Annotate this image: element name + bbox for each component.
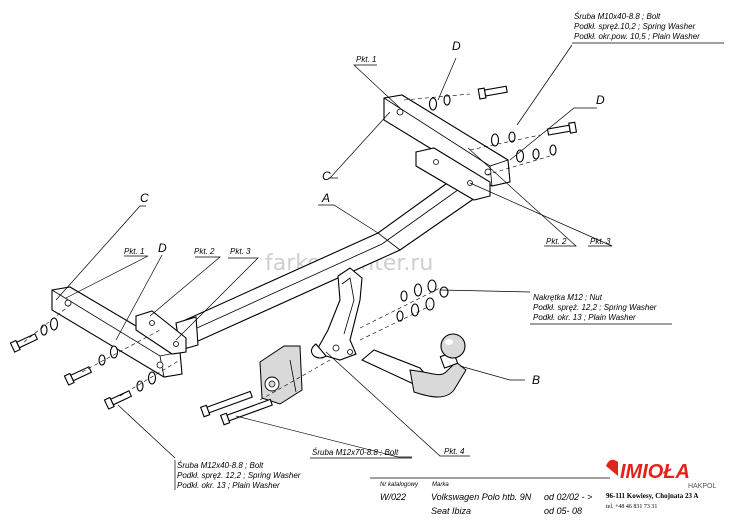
- label-pkt4: Pkt. 4: [444, 447, 465, 456]
- catalog-number: W/022: [380, 492, 406, 502]
- socket-plate: [259, 345, 303, 405]
- ball-hook: [360, 333, 467, 398]
- vehicle-2-date: od 05- 08: [544, 506, 582, 516]
- title-block: Nr katalogowy Marka W/022 Volkswagen Pol…: [370, 477, 610, 516]
- label-pkt1-left: Pkt. 1: [124, 247, 144, 256]
- label-pkt2-left: Pkt. 2: [194, 247, 215, 256]
- leader-lines: [55, 44, 613, 459]
- label-pkt1-top: Pkt. 1: [356, 55, 376, 64]
- label-a: A: [321, 191, 330, 205]
- label-c-top: C: [322, 169, 331, 183]
- callout-line: Podkł. okr. 13 ; Plain Washer: [533, 313, 636, 322]
- label-pkt3-right: Pkt. 3: [590, 237, 611, 246]
- assembly-lines: [23, 93, 551, 401]
- callout-line: Nakrętka M12 ; Nut: [533, 293, 603, 302]
- right-side-brackets: [383, 94, 511, 201]
- vehicle-1-date: od 02/02 - >: [544, 492, 592, 502]
- left-side-brackets: [51, 286, 187, 378]
- callout-line: Podkł. okr.pow. 10,5 ; Plain Washer: [574, 32, 700, 41]
- label-pkt3-left: Pkt. 3: [230, 247, 251, 256]
- logo-sub: HAKPOL: [688, 483, 717, 490]
- callout-bolt-m12x70: Śruba M12x70-8.8 ; Bolt: [312, 448, 399, 457]
- logo-name: IMIOŁA: [620, 461, 690, 483]
- callout-line: Śruba M10x40-8.8 ; Bolt: [574, 12, 661, 21]
- callout-line: Podkł. okr. 13 ; Plain Washer: [177, 481, 280, 490]
- logo-phone: tel. +48 46 831 73 31: [606, 504, 657, 510]
- callout-line: Podkł. spręż.10,2 ; Spring Washer: [574, 22, 696, 31]
- logo-mark-icon: [606, 459, 618, 476]
- label-d-top: D: [452, 39, 461, 53]
- hook-mounting-plate: [310, 267, 363, 361]
- hardware-bolts: [9, 85, 578, 426]
- callout-nut: Nakrętka M12 ; Nut Podkł. spręż. 12,2 ; …: [530, 293, 672, 325]
- vehicle-2: Seat Ibiza: [431, 506, 471, 516]
- label-pkt2-right: Pkt. 2: [546, 237, 567, 246]
- label-d-right: D: [596, 93, 605, 107]
- brand-label: Marka: [432, 482, 449, 488]
- callout-line: Podkł. spręż. 12,2 ; Spring Washer: [177, 471, 301, 480]
- imiola-logo: IMIOŁA HAKPOL 96-111 Kowiesy, Chojnata 2…: [606, 459, 717, 510]
- label-b: B: [532, 373, 540, 387]
- callout-top-right: Śruba M10x40-8.8 ; Bolt Podkł. spręż.10,…: [572, 12, 724, 44]
- catalog-number-label: Nr katalogowy: [380, 482, 419, 488]
- callout-line: Podkł. spręż. 12,2 ; Spring Washer: [533, 303, 657, 312]
- callout-line: Śruba M12x40-8.8 ; Bolt: [177, 461, 264, 470]
- label-c-left: C: [140, 191, 149, 205]
- label-d-left: D: [158, 241, 167, 255]
- vehicle-1: Volkswagen Polo htb. 9N: [431, 492, 532, 502]
- logo-address: 96-111 Kowiesy, Chojnata 23 A: [606, 492, 698, 500]
- callout-bottom-left: Śruba M12x40-8.8 ; Bolt Podkł. spręż. 12…: [174, 460, 301, 490]
